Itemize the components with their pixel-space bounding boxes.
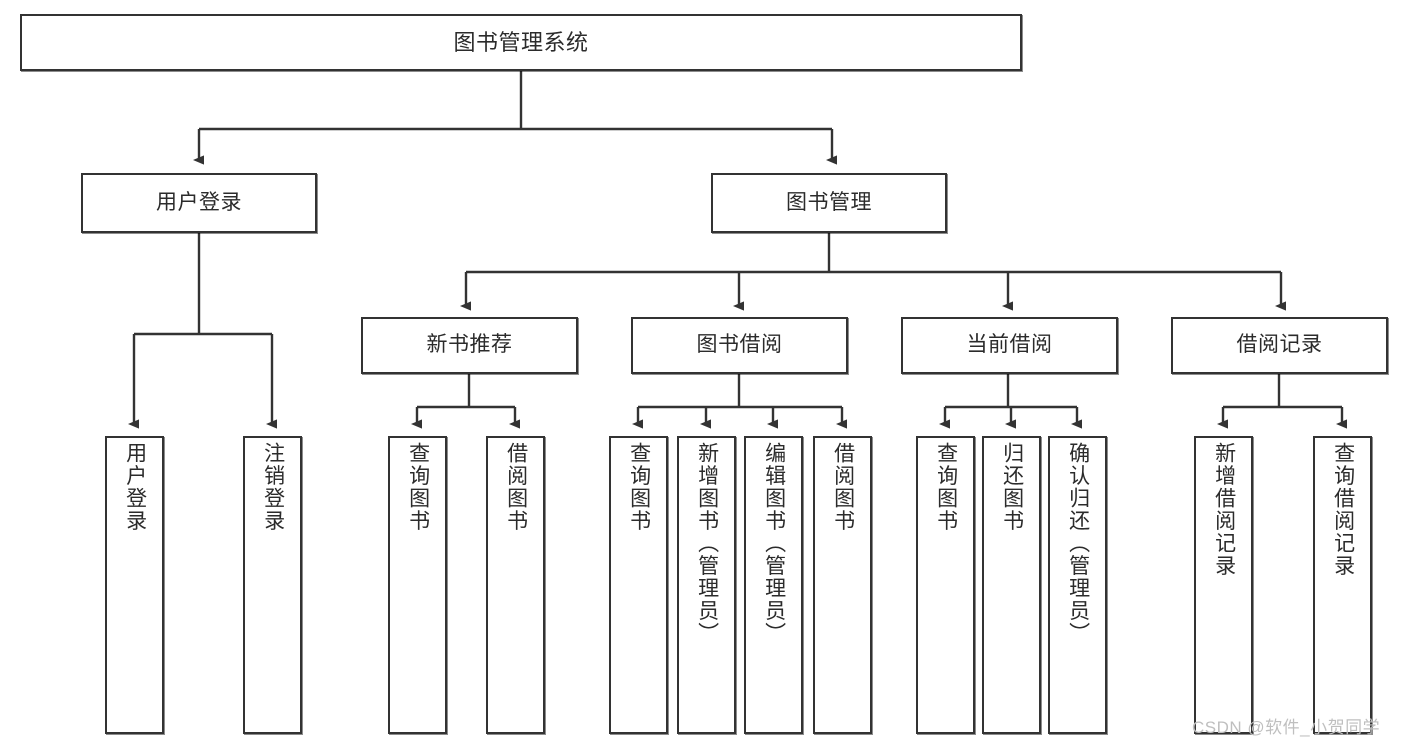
node-label: 用户登录 [156,190,242,214]
node-book-borrow[interactable]: 图书借阅 [631,317,848,374]
node-label: 图书借阅 [696,333,783,357]
node-label: 新增图书（管理员） [695,442,719,645]
node-label: 借阅记录 [1236,333,1323,357]
watermark-text: CSDN @软件_小贺同学 [1192,718,1381,737]
node-label: 新增借阅记录 [1212,442,1236,577]
node-label: 编辑图书（管理员） [762,442,786,645]
leaf-user-login[interactable]: 用户登录 [105,436,164,734]
node-label: 新书推荐 [426,333,513,357]
node-root-system[interactable]: 图书管理系统 [20,14,1022,71]
node-label: 查询图书 [934,442,958,532]
node-label: 查询图书 [406,442,430,532]
node-label: 借阅图书 [504,442,528,532]
leaf-query-book-recommend[interactable]: 查询图书 [388,436,447,734]
leaf-borrow-book-recommend[interactable]: 借阅图书 [486,436,545,734]
leaf-add-borrow-record[interactable]: 新增借阅记录 [1194,436,1253,734]
leaf-add-book[interactable]: 新增图书（管理员） [677,436,736,734]
leaf-confirm-return[interactable]: 确认归还（管理员） [1048,436,1107,734]
node-label: 查询图书 [627,442,651,532]
leaf-user-logout[interactable]: 注销登录 [243,436,302,734]
leaf-return-book[interactable]: 归还图书 [982,436,1041,734]
node-label: 归还图书 [1000,442,1024,532]
leaf-query-book-borrow[interactable]: 查询图书 [609,436,668,734]
leaf-borrow-book[interactable]: 借阅图书 [813,436,872,734]
node-book-management[interactable]: 图书管理 [711,173,947,233]
node-label: 注销登录 [261,442,285,532]
node-label: 当前借阅 [966,333,1053,357]
node-label: 图书管理系统 [453,29,589,55]
node-label: 用户登录 [123,442,147,532]
node-borrow-record[interactable]: 借阅记录 [1171,317,1388,374]
node-label: 借阅图书 [831,442,855,532]
node-label: 图书管理 [786,190,872,214]
node-label: 确认归还（管理员） [1066,442,1090,645]
node-label: 查询借阅记录 [1331,442,1355,577]
leaf-query-borrow-record[interactable]: 查询借阅记录 [1313,436,1372,734]
node-current-borrow[interactable]: 当前借阅 [901,317,1118,374]
leaf-query-book-current[interactable]: 查询图书 [916,436,975,734]
node-user-login[interactable]: 用户登录 [81,173,317,233]
leaf-edit-book[interactable]: 编辑图书（管理员） [744,436,803,734]
node-new-book-recommend[interactable]: 新书推荐 [361,317,578,374]
